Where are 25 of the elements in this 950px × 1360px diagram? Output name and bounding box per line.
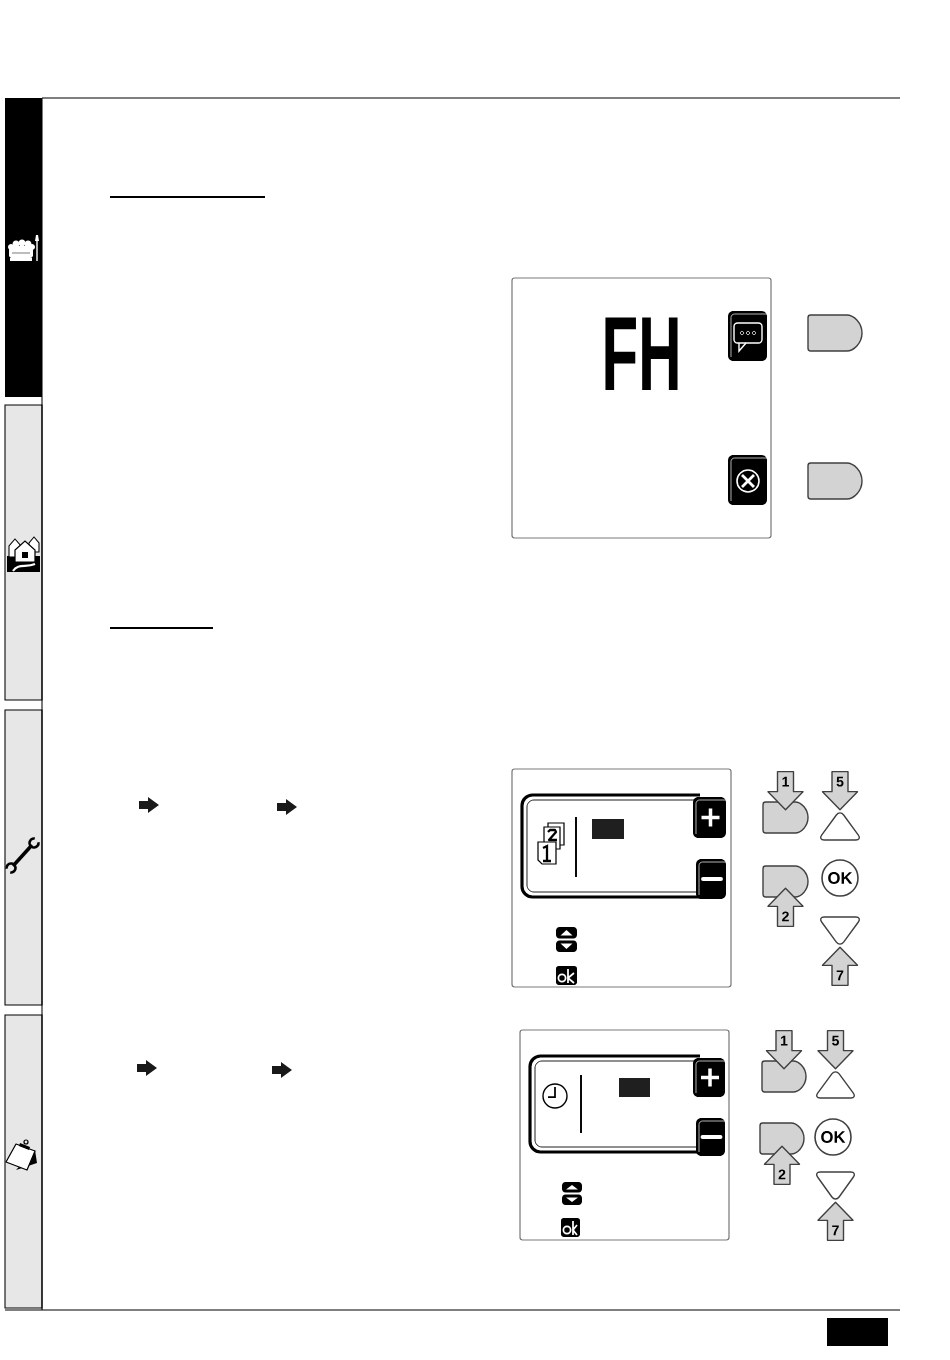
round-button: OK	[814, 1118, 852, 1156]
step-number: 2	[777, 1168, 787, 1180]
display-screen	[519, 1029, 730, 1241]
step-number: 2	[780, 910, 791, 922]
step-number: 1	[780, 776, 791, 788]
triangle-button	[815, 1171, 856, 1200]
step-number: 1	[779, 1035, 789, 1047]
round-button: OK	[821, 859, 859, 897]
button	[762, 801, 809, 834]
triangle-button	[819, 916, 861, 945]
button	[807, 314, 863, 352]
block-arrow	[817, 1029, 854, 1070]
step-number: 5	[835, 776, 845, 788]
step-number: 7	[835, 969, 845, 981]
step-number: 7	[830, 1224, 841, 1236]
button	[762, 865, 809, 898]
display-screen: FH	[511, 277, 772, 539]
block-arrow	[767, 887, 804, 928]
button	[807, 462, 863, 500]
display-screen	[511, 768, 732, 988]
triangle-button	[815, 1071, 856, 1099]
button	[759, 1122, 805, 1155]
button	[761, 1060, 807, 1093]
triangle-button	[819, 812, 861, 841]
step-number: 5	[830, 1035, 841, 1047]
